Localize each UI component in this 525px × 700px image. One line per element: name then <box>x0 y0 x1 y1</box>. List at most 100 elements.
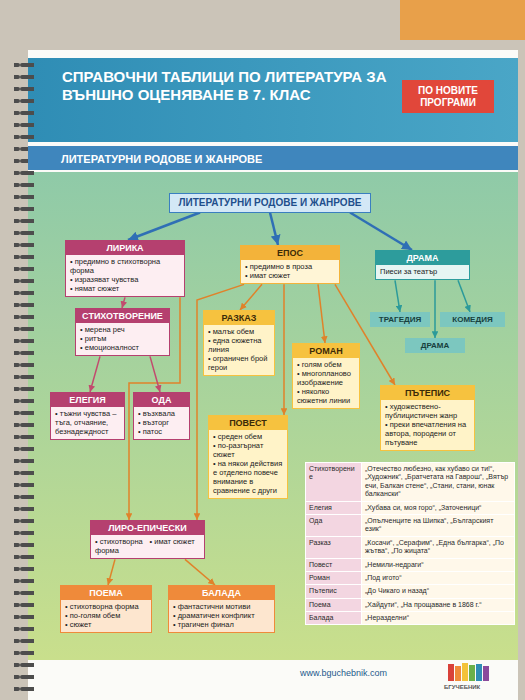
genre-cell: Поема <box>306 599 361 611</box>
genre-cell: Пътепис <box>306 585 361 597</box>
bullet-text: • трагичен финал <box>173 620 270 629</box>
bullet-text: • на някои действия е отделено повече вн… <box>213 459 283 495</box>
box-body: • възхвала• възторг• патос <box>134 407 189 439</box>
genre-box: ЕПОС• предимно в проза• имат сюжет <box>240 245 340 284</box>
works-table: Стихотворение„Отечество любезно, как хуб… <box>305 462 515 625</box>
box-body: • предимно в стихотворна форма• изразява… <box>66 255 184 296</box>
genre-box: ПОВЕСТ• среден обем• по-разгърнат сюжет•… <box>208 415 288 499</box>
works-cell: „Немили-недраги“ <box>362 559 514 571</box>
bullet-text: • драматичен конфликт <box>173 611 270 620</box>
page-title: СПРАВОЧНИ ТАБЛИЦИ ПО ЛИТЕРАТУРА ЗА ВЪНШН… <box>62 68 392 104</box>
root-box: ЛИТЕРАТУРНИ РОДОВЕ И ЖАНРОВЕ <box>169 193 370 213</box>
bullet-text: • предимно в стихотворна форма <box>70 257 180 275</box>
genre-cell: Ода <box>306 515 361 536</box>
connector-arrow <box>395 280 400 312</box>
works-cell: „Под игото“ <box>362 572 514 584</box>
box-label: ЛИТЕРАТУРНИ РОДОВЕ И ЖАНРОВЕ <box>61 147 517 171</box>
genre-box: ПЪТЕПИС • художествено-публицистичен жанр… <box>380 385 475 451</box>
box-body: • предимно в проза• имат сюжет <box>241 260 339 283</box>
bullet-text: • тъжни чувства – тъга, отчаяние, безнад… <box>55 409 120 436</box>
bullet-text: • възторг <box>138 418 185 427</box>
genre-box: РАЗКАЗ• малък обем• една сюжетна линия• … <box>203 310 275 376</box>
box-heading: ОДА <box>134 393 189 407</box>
box-body: • стихотворна форма• по-голям обем• сюже… <box>61 600 151 632</box>
works-cell: „Хубава си, моя горо“, „Заточеници“ <box>362 502 514 514</box>
bullet-text: • няколко сюжетни линии <box>297 387 355 405</box>
connector-arrow <box>458 280 470 312</box>
bullet-text: • мерена реч <box>80 325 165 334</box>
connector-arrow <box>128 213 200 241</box>
bullet-text: • художествено-публицистичен жанр <box>385 402 470 420</box>
box-heading: БАЛАДА <box>169 586 274 600</box>
website-url: www.bguchebnik.com <box>300 668 387 678</box>
program-badge: ПО НОВИТЕ ПРОГРАМИ <box>402 80 494 113</box>
box-heading: ЕЛЕГИЯ <box>51 393 124 407</box>
box-heading: СТИХОТВОРЕНИЕ <box>76 309 169 323</box>
box-label: ЛИТЕРАТУРНИ РОДОВЕ И ЖАНРОВЕ <box>178 197 361 209</box>
connector-arrow <box>270 213 278 246</box>
bullet-text: • стихотворна форма <box>65 602 147 611</box>
genre-cell: Стихотворение <box>306 463 361 501</box>
connector-arrow <box>90 356 100 392</box>
bullet-text: • имат сюжет <box>150 537 201 555</box>
box-body: • стихотворна форма• имат сюжет <box>91 535 204 558</box>
bullet-text: • ограничен брой герои <box>208 354 270 372</box>
box-body: Пиеси за театър <box>376 265 469 279</box>
genre-box: ДРАМАПиеси за театър <box>375 250 470 280</box>
bullet-text: • по-голям обем <box>65 611 147 620</box>
box-body: • малък обем• една сюжетна линия• ограни… <box>204 325 274 375</box>
box-heading: ПОВЕСТ <box>209 416 287 430</box>
bullet-text: • нямат сюжет <box>70 284 180 293</box>
box-body: • тъжни чувства – тъга, отчаяние, безнад… <box>51 407 124 439</box>
bullet-text: • изразяват чувства <box>70 275 180 284</box>
genre-box: ЛИРИКА• предимно в стихотворна форма• из… <box>65 240 185 297</box>
genre-cell: Повест <box>306 559 361 571</box>
box-heading: РОМАН <box>293 344 359 358</box>
box-heading: РАЗКАЗ <box>204 311 274 325</box>
connector-arrow <box>434 280 436 338</box>
genre-box: ЕЛЕГИЯ • тъжни чувства – тъга, отчаяние, … <box>50 392 125 440</box>
genre-box: СТИХОТВОРЕНИЕ• мерена реч• ритъм• емоцио… <box>75 308 170 356</box>
box-heading: ЛИРО-ЕПИЧЕСКИ <box>91 521 204 535</box>
bullet-text: • сюжет <box>65 620 147 629</box>
bullet-text: • една сюжетна линия <box>208 336 270 354</box>
genre-box: ОДА• възхвала• възторг• патос <box>133 392 190 440</box>
genre-cell: Роман <box>306 572 361 584</box>
works-cell: „Хайдути“, „На прощаване в 1868 г.“ <box>362 599 514 611</box>
bullet-text: Пиеси за театър <box>380 267 465 276</box>
bullet-text: • ритъм <box>80 334 165 343</box>
box-heading: ЕПОС <box>241 246 339 260</box>
bullet-text: • имат сюжет <box>245 271 335 280</box>
bullet-text: • емоционалност <box>80 343 165 352</box>
connector-arrow <box>150 356 160 392</box>
connector-arrow <box>350 213 412 251</box>
connector-arrow <box>108 559 115 585</box>
connector-arrow <box>122 297 125 308</box>
box-label: КОМЕДИЯ <box>444 315 501 324</box>
box-label: ДРАМА <box>409 341 461 350</box>
genre-box: ПОЕМА• стихотворна форма• по-голям обем•… <box>60 585 152 633</box>
box-heading: ПЪТЕПИС <box>381 386 474 400</box>
genre-cell: Разказ <box>306 537 361 558</box>
bullet-text: • патос <box>138 427 185 436</box>
box-label: ТРАГЕДИЯ <box>374 315 426 324</box>
box-label: ПО НОВИТЕ ПРОГРАМИ <box>407 85 489 108</box>
section-band: ЛИТЕРАТУРНИ РОДОВЕ И ЖАНРОВЕ <box>28 146 518 170</box>
genre-box: РОМАН• голям обем• многопланово изображе… <box>292 343 360 409</box>
box-body: • мерена реч• ритъм• емоционалност <box>76 323 169 355</box>
works-cell: „Опълченците на Шипка“, „Българският ези… <box>362 515 514 536</box>
bullet-text: • многопланово изображение <box>297 369 355 387</box>
box-body: • фантастични мотиви• драматичен конфлик… <box>169 600 274 632</box>
works-cell: „Косачи“, „Серафим“, „Една българка“, „П… <box>362 537 514 558</box>
bullet-text: • предимно в проза <box>245 262 335 271</box>
box-body: • голям обем• многопланово изображение• … <box>293 358 359 408</box>
connector-arrow <box>185 559 215 585</box>
box-heading: ЛИРИКА <box>66 241 184 255</box>
box-heading: ПОЕМА <box>61 586 151 600</box>
bullet-text: • малък обем <box>208 327 270 336</box>
bullet-text: • стихотворна форма <box>95 537 146 555</box>
logo-books <box>448 663 489 681</box>
genre-cell: Балада <box>306 612 361 624</box>
bullet-text: • по-разгърнат сюжет <box>213 441 283 459</box>
publisher-logo-text: БГУЧЕБНИК <box>444 684 480 690</box>
